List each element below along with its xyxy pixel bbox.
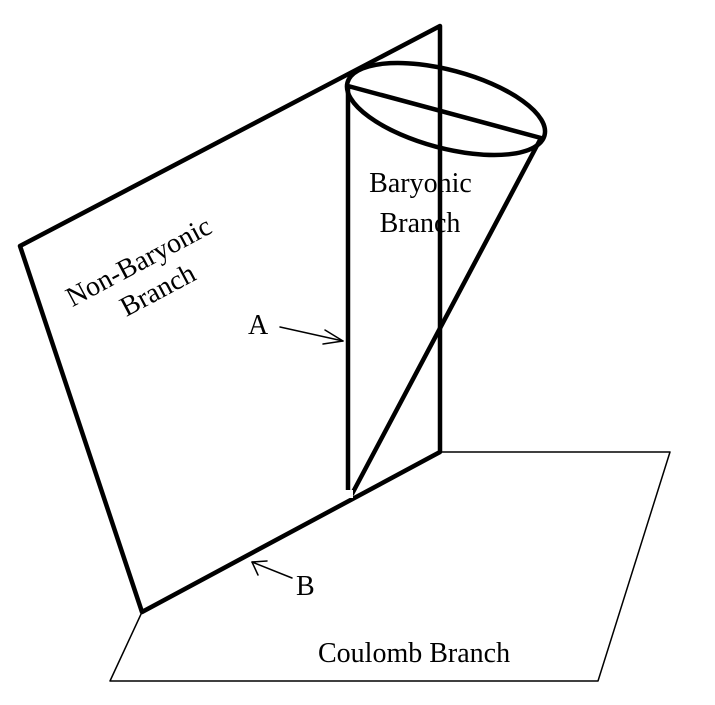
point-a-label: A xyxy=(248,310,269,341)
arrow-a xyxy=(279,326,344,345)
non-baryonic-branch-label: Non-Baryonic Branch xyxy=(61,208,239,344)
baryonic-branch-cone-rim xyxy=(344,60,548,158)
point-b-label: B xyxy=(296,571,315,602)
coulomb-branch-label: Coulomb Branch xyxy=(318,638,510,669)
baryonic-label-line-1: Baryonic xyxy=(369,168,472,199)
non-baryonic-branch-plane xyxy=(17,23,443,615)
junction-gap xyxy=(343,490,353,498)
arrow-b xyxy=(251,560,293,579)
baryonic-label-line-2: Branch xyxy=(380,208,461,239)
baryonic-branch-label: Baryonic Branch xyxy=(369,168,479,239)
